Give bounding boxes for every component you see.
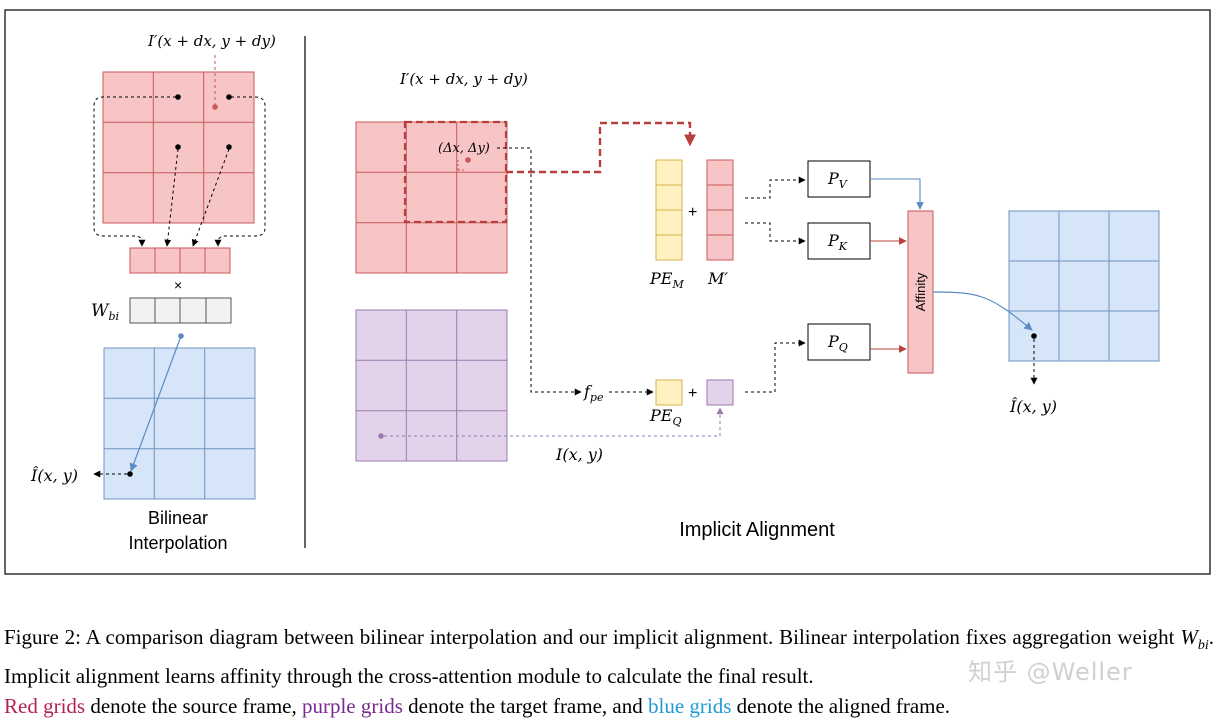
- figure-diagram: I′(x + dx, y + dy) × Wbi Î(x, y) Bilinea…: [4, 9, 1211, 575]
- times-symbol: ×: [174, 277, 182, 293]
- left-red-vector: [129, 247, 231, 274]
- pv-label: PV: [827, 169, 848, 191]
- sample-point: [226, 144, 232, 150]
- m-prime-column: [706, 159, 734, 261]
- target-label: I(x, y): [555, 445, 603, 464]
- pe-m-label: PEM: [649, 269, 684, 291]
- plus-sign-q: +: [688, 385, 697, 402]
- left-title-line2: Interpolation: [128, 533, 227, 553]
- caption-red-grids: Red grids: [4, 694, 86, 719]
- affinity-box: [907, 210, 934, 374]
- figure-caption: Figure 2: A comparison diagram between b…: [4, 622, 1214, 721]
- left-output-label: Î(x, y): [30, 465, 78, 485]
- caption-blue-grids: blue grids: [647, 694, 732, 719]
- caption-text: Figure 2: A comparison diagram between b…: [4, 625, 1181, 649]
- pq-box: [807, 323, 871, 361]
- pq-label: PQ: [827, 332, 848, 354]
- delta-label: (Δx, Δy): [438, 141, 490, 156]
- left-title-line1: Bilinear: [148, 508, 208, 528]
- pe-q-label: PEQ: [649, 406, 681, 428]
- f-pe-label: fpe: [583, 382, 604, 404]
- target-grid: [355, 309, 508, 462]
- right-title: Implicit Alignment: [679, 519, 835, 541]
- caption-text-5: denote the aligned frame.: [731, 694, 951, 719]
- sample-point: [226, 94, 232, 100]
- weight-vector: [129, 297, 232, 324]
- left-top-label: I′(x + dx, y + dy): [147, 32, 276, 50]
- sample-point: [175, 144, 181, 150]
- caption-text-3: denote the source frame,: [85, 694, 302, 719]
- plus-sign: +: [688, 204, 697, 221]
- affinity-label: Affinity: [913, 272, 928, 311]
- weight-label: Wbi: [91, 301, 119, 323]
- pe-m-column: [655, 159, 683, 261]
- m-prime-label: M′: [707, 269, 728, 288]
- source-grid: [355, 121, 508, 274]
- caption-w-symbol: W: [1180, 625, 1198, 649]
- pk-label: PK: [827, 231, 848, 253]
- offset-window: [403, 120, 508, 224]
- watermark: 知乎 @Weller: [968, 658, 1133, 686]
- pe-q-cell: [655, 379, 683, 406]
- figure-border: [4, 9, 1211, 575]
- output-point: [127, 471, 133, 477]
- caption-text-2: . Implicit alignment learns affinity thr…: [4, 625, 1214, 689]
- aligned-grid: [1008, 210, 1160, 362]
- aligned-point: [1031, 333, 1037, 339]
- right-output-label: Î(x, y): [1009, 396, 1057, 416]
- query-cell: [706, 379, 734, 406]
- caption-w-sub: bi: [1197, 638, 1209, 654]
- source-label: I′(x + dx, y + dy): [399, 70, 528, 88]
- pv-box: [807, 160, 871, 198]
- caption-text-4: denote the target frame, and: [402, 694, 648, 719]
- sample-point: [175, 94, 181, 100]
- left-aligned-grid: [103, 347, 256, 500]
- caption-purple-grids: purple grids: [301, 694, 403, 719]
